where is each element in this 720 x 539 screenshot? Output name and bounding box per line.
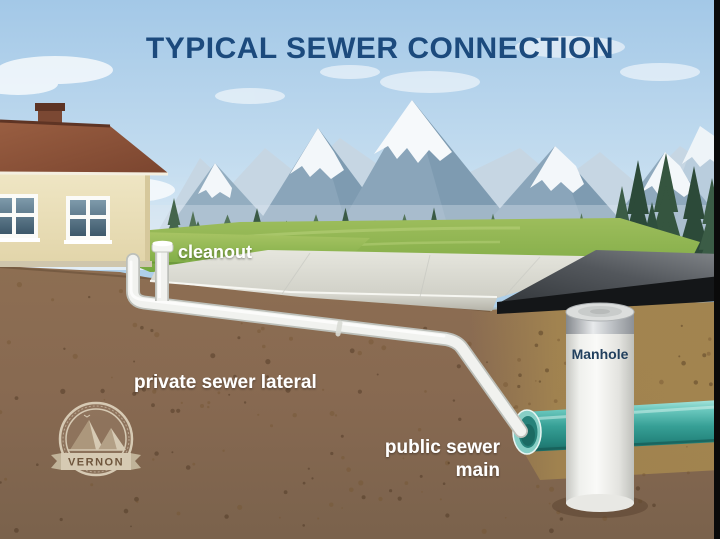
cleanout-label: cleanout [178,242,252,262]
svg-text:main: main [456,460,500,481]
private-lateral-pipe [126,253,528,438]
public-main-label: public sewer main [385,437,501,481]
roof [0,121,168,173]
concrete-driveway [149,250,636,311]
manhole-cap [565,302,635,322]
page-title: TYPICAL SEWER CONNECTION [146,32,614,65]
border-right [714,0,720,539]
cleanout-riser [151,240,174,301]
svg-text:public sewer: public sewer [385,437,501,458]
window-right [64,196,112,244]
house [0,103,169,267]
road [497,250,720,314]
road-cross-section [497,276,720,314]
logo-mountain-art [68,414,126,451]
manhole-label: Manhole [572,346,629,362]
window-left [0,194,40,242]
manhole-cylinder [566,312,634,504]
manhole: Manhole [552,302,648,518]
vernon-logo: VERNON [51,401,141,477]
private-lateral-label: private sewer lateral [134,372,317,393]
house-foundation [0,261,152,267]
logo-banner [51,453,141,470]
logo-text: VERNON [68,457,124,469]
